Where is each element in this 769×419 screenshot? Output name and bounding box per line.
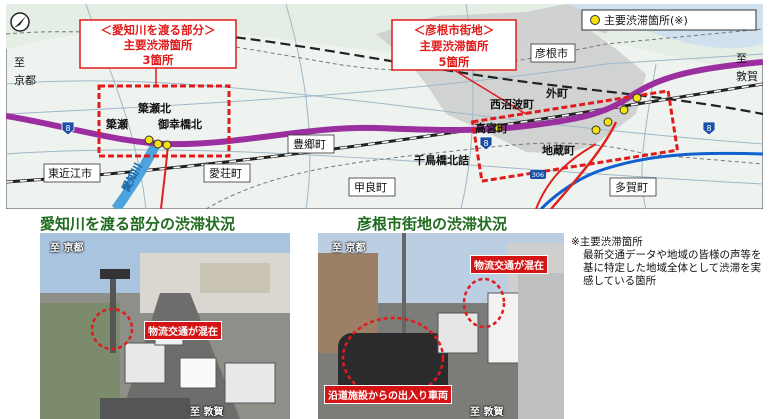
connector-right (453, 69, 527, 115)
svg-text:5箇所: 5箇所 (438, 55, 470, 69)
photo-hikone-bottom-label: 至 敦賀 (470, 407, 504, 418)
photo-hikone-illustration (318, 233, 564, 419)
place-aisho: 愛荘町 (209, 167, 242, 180)
direction-kyoto: 至 京都 (14, 56, 36, 87)
place-labels: 彦根市 東近江市 愛荘町 豊郷町 甲良町 多賀町 (43, 43, 657, 197)
direction-tsuruga: 至 敦賀 (736, 52, 758, 83)
svg-text:＜愛知川を渡る部分＞: ＜愛知川を渡る部分＞ (101, 23, 216, 37)
photo-title-aichi: 愛知川を渡る部分の渋滞状況 (40, 215, 236, 233)
place-kora: 甲良町 (354, 180, 387, 194)
photo-title-hikone: 彦根市街地の渋滞状況 (357, 215, 508, 233)
headline-box-aichi: ＜愛知川を渡る部分＞ 主要渋滞箇所 3箇所 (79, 19, 237, 69)
place-toyosato: 豊郷町 (293, 137, 326, 151)
svg-text:至: 至 (14, 56, 25, 69)
red-road-2 (535, 143, 597, 209)
svg-text:主要渋滞箇所: 主要渋滞箇所 (124, 38, 193, 52)
label-takamiya: 高宮町 (475, 121, 508, 135)
place-hikone: 彦根市 (535, 46, 568, 60)
place-taga: 多賀町 (615, 180, 648, 194)
photo-hikone-top-label: 至 京都 (332, 243, 366, 254)
svg-text:至: 至 (736, 52, 747, 65)
photo-hikone-callout: 物流交通が混在 (470, 255, 548, 274)
label-nishinumanami: 西沼波町 (490, 97, 534, 111)
label-jizo: 地蔵町 (542, 143, 575, 157)
photo-aichi-callout: 物流交通が混在 (144, 321, 222, 340)
blue-road (539, 151, 763, 209)
route-shield-306: 306 (530, 170, 546, 179)
photo-aichi-top-label: 至 京都 (50, 243, 84, 254)
map-legend: 主要渋滞箇所(※) (581, 9, 757, 31)
route-shield-8-mid: 8 (479, 136, 493, 151)
red-road-3 (160, 143, 169, 209)
svg-text:敦賀: 敦賀 (736, 69, 758, 83)
congestion-map: 8 8 8 306 主要渋滞箇所(※) ＜愛知川を渡る部分＞ 主要渋滞箇所 3箇… (6, 4, 763, 209)
svg-text:8: 8 (65, 124, 70, 133)
north-arrow-icon (10, 12, 30, 32)
photo-aichi: 至 京都 至 敦賀 物流交通が混在 (40, 233, 290, 419)
legend-label: 主要渋滞箇所(※) (604, 13, 688, 27)
boundary-line (6, 28, 763, 71)
svg-text:306: 306 (532, 171, 544, 179)
congestion-points (144, 93, 642, 150)
svg-text:＜彦根市街地＞: ＜彦根市街地＞ (414, 23, 495, 37)
boundary-line-2 (205, 142, 763, 209)
congestion-box-aichi (97, 84, 231, 158)
label-chidorikyo: 千鳥橋北詰 (414, 153, 469, 167)
svg-text:主要渋滞箇所: 主要渋滞箇所 (420, 39, 489, 53)
label-yanase-kita: 簗瀬北 (137, 101, 171, 115)
photo-hikone: 至 京都 至 敦賀 物流交通が混在 沿道施設からの出入り車両 (318, 233, 564, 419)
label-sotomachi: 外町 (545, 86, 568, 100)
route-shield-8-left: 8 (61, 121, 75, 136)
photo-aichi-bottom-label: 至 敦賀 (190, 407, 224, 418)
svg-text:京都: 京都 (14, 73, 36, 87)
place-higashiomi: 東近江市 (48, 166, 92, 180)
congestion-box-hikone (470, 89, 680, 183)
route-shield-8-right: 8 (702, 121, 716, 136)
footnote: ※主要渋滞箇所 最新交通データや地域の皆様の声等を基に特定した地域全体として渋滞… (571, 236, 766, 288)
label-gokokyo-kita: 御幸橋北 (157, 117, 202, 131)
headline-box-hikone: ＜彦根市街地＞ 主要渋滞箇所 5箇所 (391, 19, 517, 71)
footnote-heading: ※主要渋滞箇所 (571, 236, 643, 248)
aichi-river (111, 141, 161, 209)
svg-text:8: 8 (706, 124, 711, 133)
point-labels: 簗瀬北 簗瀬 御幸橋北 高宮町 西沼波町 外町 地蔵町 千鳥橋北詰 (105, 86, 575, 167)
footnote-body: 最新交通データや地域の皆様の声等を基に特定した地域全体として渋滞を実感している箇… (583, 249, 762, 287)
expressway (205, 32, 763, 116)
red-road-1 (550, 121, 618, 209)
svg-text:8: 8 (483, 139, 488, 148)
svg-text:3箇所: 3箇所 (142, 53, 174, 67)
label-yanase: 簗瀬 (105, 117, 128, 131)
photo-hikone-callout-2: 沿道施設からの出入り車両 (324, 385, 452, 404)
